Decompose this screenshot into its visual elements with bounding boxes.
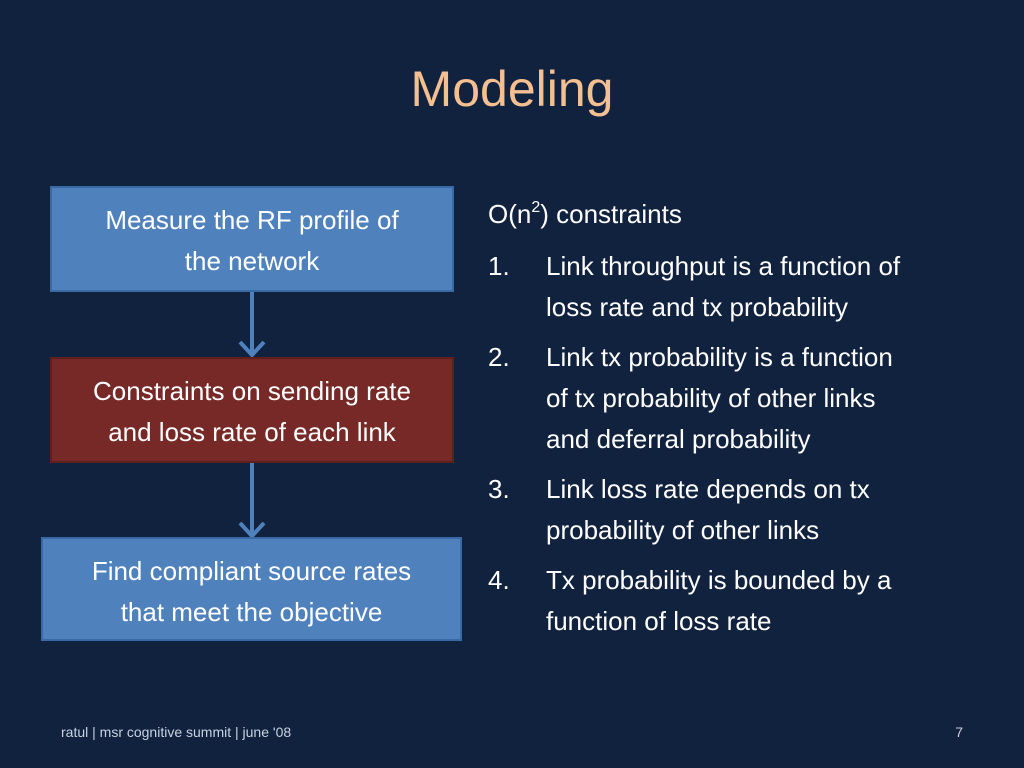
constraint-text-line: Link loss rate depends on tx xyxy=(546,474,870,504)
constraint-text-line: and deferral probability xyxy=(546,424,811,454)
slide-footer: ratul | msr cognitive summit | june '08 xyxy=(61,724,292,740)
constraint-number: 2. xyxy=(488,342,510,372)
constraint-text-line: Link throughput is a function of xyxy=(546,251,901,281)
constraint-text-line: function of loss rate xyxy=(546,606,772,636)
constraints-list: O(n2) constraints 1. Link throughput is … xyxy=(488,196,1008,651)
constraint-number: 4. xyxy=(488,565,510,595)
heading-prefix: O(n xyxy=(488,199,532,229)
page-number: 7 xyxy=(955,724,963,740)
flow-box-find-rates: Find compliant source rates that meet th… xyxy=(41,537,462,641)
flow-box-constraints-line-2: and loss rate of each link xyxy=(108,417,396,447)
flow-box-find-rates-line-2: that meet the objective xyxy=(120,597,383,627)
flow-box-find-rates-line-1: Find compliant source rates xyxy=(91,556,412,586)
constraint-text-line: Link tx probability is a function xyxy=(546,342,893,372)
constraint-text-line: Tx probability is bounded by a xyxy=(546,565,892,595)
constraint-item-3: 3. Link loss rate depends on tx probabil… xyxy=(488,469,1008,551)
flow-box-measure-line-2: the network xyxy=(184,246,320,276)
constraint-item-4: 4. Tx probability is bounded by a functi… xyxy=(488,560,1008,642)
flow-box-constraints: Constraints on sending rate and loss rat… xyxy=(50,357,454,463)
flow-box-measure-line-1: Measure the RF profile of xyxy=(105,205,399,235)
flow-box-measure: Measure the RF profile of the network xyxy=(50,186,454,292)
constraint-item-2: 2. Link tx probability is a function of … xyxy=(488,337,1008,460)
down-arrow-1 xyxy=(238,292,266,358)
heading-suffix: ) constraints xyxy=(540,199,682,229)
heading-superscript: 2 xyxy=(531,199,541,216)
constraint-number: 3. xyxy=(488,474,510,504)
down-arrow-2 xyxy=(238,463,266,539)
constraint-text-line: probability of other links xyxy=(546,515,820,545)
constraint-text-line: loss rate and tx probability xyxy=(546,292,849,322)
constraints-heading: O(n2) constraints xyxy=(488,196,1008,232)
slide-title: Modeling xyxy=(410,61,614,117)
flow-box-constraints-line-1: Constraints on sending rate xyxy=(93,376,411,406)
constraint-number: 1. xyxy=(488,251,510,281)
constraint-item-1: 1. Link throughput is a function of loss… xyxy=(488,246,1008,328)
constraint-text-line: of tx probability of other links xyxy=(546,383,876,413)
